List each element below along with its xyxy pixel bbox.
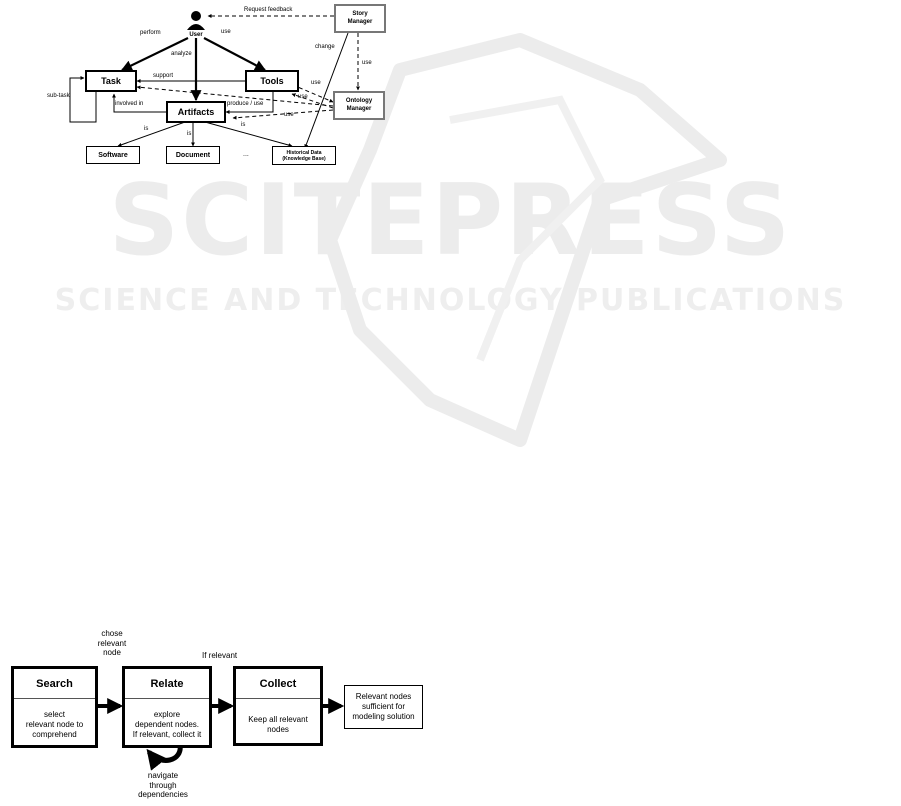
task-node: Task (85, 70, 137, 92)
story-manager-node: Story Manager (334, 4, 386, 33)
edge-label-use-tools-ontology: use (311, 80, 321, 86)
ellipsis-label: ... (243, 151, 249, 158)
collect-step: Collect Keep all relevant nodes (233, 666, 323, 746)
watermark-subtitle: SCIENCE AND TECHNOLOGY PUBLICATIONS (54, 283, 847, 318)
edge-label-use-tools: use (221, 29, 231, 35)
document-node-label: Document (175, 151, 211, 159)
edge-label-is-software: is (144, 126, 149, 132)
software-node: Software (86, 146, 140, 164)
document-node: Document (166, 146, 220, 164)
search-step-title: Search (14, 669, 95, 699)
edge-label-change: change (315, 44, 335, 50)
artifacts-node-label: Artifacts (177, 107, 215, 117)
artifacts-node: Artifacts (166, 101, 226, 123)
edge-label-use-ontology-artifacts: use (284, 112, 294, 118)
flow-label-if-relevant: If relevant (202, 651, 238, 660)
edge-label-is-historical: is (241, 122, 246, 128)
task-node-label: Task (101, 76, 121, 86)
search-step: Search select relevant node to comprehen… (11, 666, 98, 748)
relate-step-body: explore dependent nodes. If relevant, co… (132, 710, 202, 739)
historical-data-label: Historical Data (Knowledge Base) (282, 149, 326, 162)
result-box: Relevant nodes sufficient for modeling s… (344, 685, 423, 729)
edge-label-is-document: is (187, 131, 192, 137)
tools-node-label: Tools (260, 76, 284, 86)
edge-label-use-ontology-task: use (298, 94, 308, 100)
ontology-manager-node: Ontology Manager (333, 91, 385, 120)
edge-label-sub-task: sub-task (47, 93, 70, 99)
edge-label-use-story-ontology: use (362, 60, 372, 66)
edge-label-perform: perform (140, 30, 161, 36)
watermark-title: SCITEPRESS (108, 164, 793, 278)
collect-step-title: Collect (236, 669, 320, 699)
edge-label-involved-in: involved in (115, 101, 144, 107)
relate-step: Relate explore dependent nodes. If relev… (122, 666, 212, 748)
search-step-body: select relevant node to comprehend (25, 710, 84, 739)
edge-label-support: support (153, 73, 174, 79)
relate-step-title: Relate (125, 669, 209, 699)
user-icon (187, 11, 205, 30)
edge-label-produce-use: produce / use (227, 101, 264, 107)
user-label: User (189, 32, 203, 38)
tools-node: Tools (245, 70, 299, 92)
story-manager-label: Story Manager (347, 11, 373, 25)
ontology-manager-label: Ontology Manager (345, 98, 373, 112)
flow-label-chose-relevant-node: chose relevant node (97, 629, 127, 658)
historical-data-node: Historical Data (Knowledge Base) (272, 146, 336, 165)
edge-label-request-feedback: Request feedback (244, 7, 293, 13)
collect-step-body: Keep all relevant nodes (248, 715, 308, 734)
software-node-label: Software (98, 151, 128, 159)
edge-label-analyze: analyze (171, 51, 192, 57)
flow-label-navigate-dependencies: navigate through dependencies (138, 771, 188, 800)
